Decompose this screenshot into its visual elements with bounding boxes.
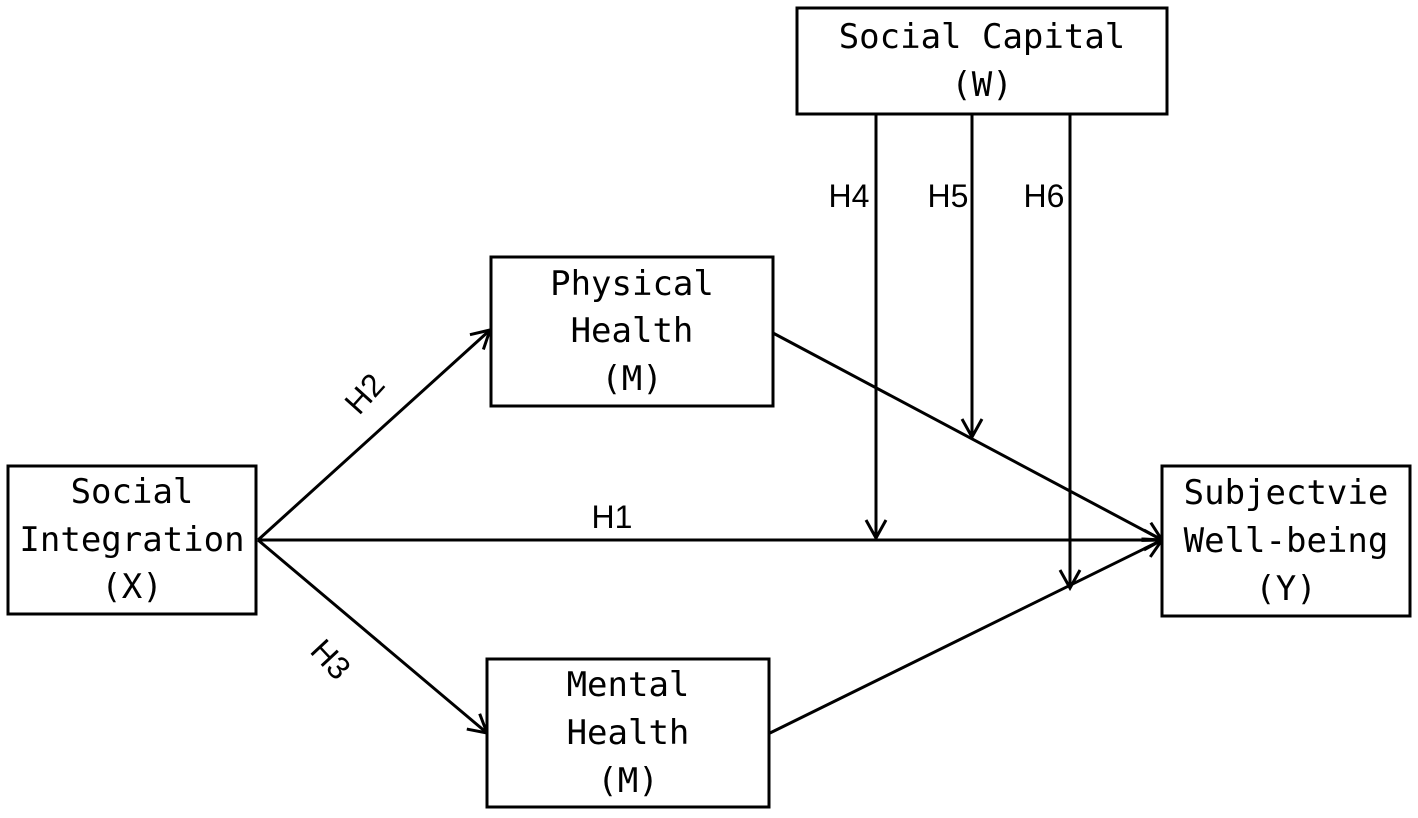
social-integration-label-1: Social	[71, 472, 194, 512]
hypothesis-label-h2: H2	[337, 366, 391, 420]
subjective-wellbeing-variable: (Y)	[1255, 569, 1316, 609]
hypothesis-label-h6: H6	[1024, 178, 1065, 214]
social-integration-label-2: Integration	[19, 520, 244, 560]
node-social-capital: Social Capital (W)	[795, 6, 1169, 116]
node-physical-health: Physical Health (M)	[489, 255, 775, 408]
node-social-integration: Social Integration (X)	[6, 464, 258, 616]
edge-h2-integration-to-physical	[256, 327, 493, 542]
hypothesis-label-h4: H4	[829, 178, 870, 214]
edge-h3-integration-to-mental	[257, 538, 490, 735]
physical-health-label-1: Physical	[550, 264, 714, 304]
subjective-wellbeing-label-2: Well-being	[1184, 521, 1389, 561]
physical-health-label-2: Health	[571, 311, 694, 351]
hypothesis-label-h5: H5	[928, 178, 969, 214]
hypothesis-label-h1: H1	[592, 499, 633, 535]
mental-health-label-1: Mental	[567, 665, 690, 705]
hypothesis-label-h3: H3	[304, 632, 358, 686]
mental-health-variable: (M)	[597, 761, 658, 801]
social-capital-label: Social Capital	[839, 17, 1126, 57]
mental-health-label-2: Health	[567, 713, 690, 753]
social-integration-variable: (X)	[101, 567, 162, 607]
edge-physical-to-wellbeing	[772, 331, 1165, 542]
node-subjective-wellbeing: Subjectvie Well-being (Y)	[1160, 464, 1412, 618]
node-mental-health: Mental Health (M)	[485, 657, 771, 809]
social-capital-variable: (W)	[951, 65, 1012, 105]
physical-health-variable: (M)	[601, 359, 662, 399]
subjective-wellbeing-label-1: Subjectvie	[1184, 473, 1389, 513]
edge-mental-to-wellbeing	[769, 537, 1165, 735]
